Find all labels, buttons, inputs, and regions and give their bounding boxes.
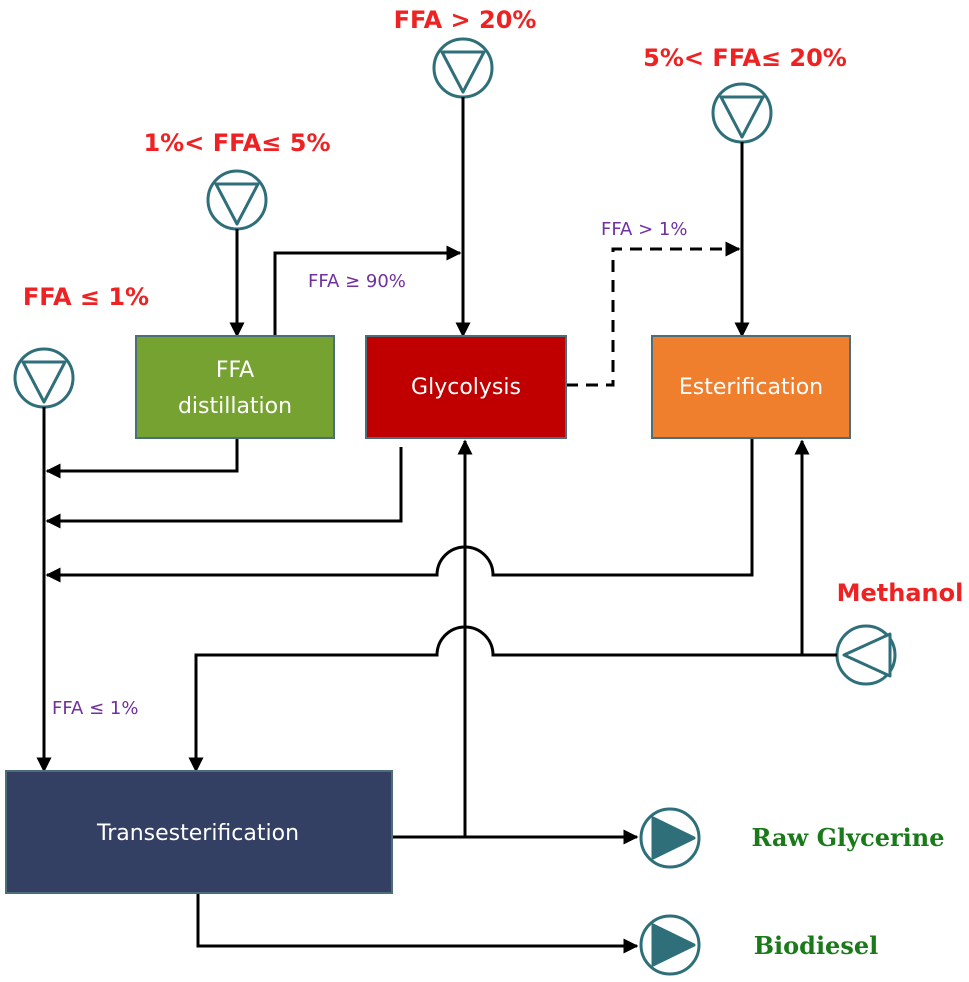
stream-methanol-to-esterification <box>794 439 837 657</box>
ffa-distillation-label-line2: distillation <box>178 394 292 419</box>
glycolysis-box: Glycolysis <box>365 335 567 439</box>
stream-transesterification-to-biodiesel <box>196 893 639 954</box>
transesterification-label: Transesterification <box>96 821 299 846</box>
pump-icon-methanol <box>835 624 897 686</box>
pump-icon-feed-low <box>13 347 75 409</box>
stream-glycolysis-to-trunk <box>45 447 403 529</box>
stream-label-ffa-le-1: FFA ≤ 1% <box>52 698 138 719</box>
raw-glycerine-label: Raw Glycerine <box>752 823 945 852</box>
esterification-label: Esterification <box>679 375 823 400</box>
stream-distillation-to-glycolysis <box>273 245 462 336</box>
feed-label-ffa-1-to-5: 1%< FFA≤ 5% <box>143 129 330 157</box>
glycolysis-label: Glycolysis <box>411 375 521 400</box>
transesterification-box: Transesterification <box>5 770 393 894</box>
pump-icon-raw-glycerine <box>639 807 701 869</box>
feed-label-ffa-above-20: FFA > 20% <box>394 6 537 34</box>
methanol-label: Methanol <box>837 579 964 607</box>
pump-icon-biodiesel <box>639 914 701 976</box>
stream-distillation-to-trunk <box>45 438 239 479</box>
pump-icon-feed-high <box>432 37 494 99</box>
feed-label-ffa-5-to-20: 5%< FFA≤ 20% <box>643 44 847 72</box>
stream-glycolysis-to-esterification <box>566 241 741 387</box>
stream-esterification-to-trunk <box>45 438 754 583</box>
stream-label-ffa-gt-1: FFA > 1% <box>601 219 687 240</box>
ffa-distillation-label-line1: FFA <box>216 358 254 383</box>
pump-icon-feed-mid-low <box>206 169 268 231</box>
esterification-box: Esterification <box>651 335 851 439</box>
stream-label-ffa-ge-90: FFA ≥ 90% <box>308 271 406 292</box>
pump-icon-feed-mid-high <box>711 82 773 144</box>
feed-label-ffa-below-1: FFA ≤ 1% <box>23 283 149 311</box>
ffa-distillation-box: FFA distillation <box>135 335 335 439</box>
stream-methanol-to-transesterification <box>188 625 802 773</box>
biodiesel-label: Biodiesel <box>754 931 878 960</box>
